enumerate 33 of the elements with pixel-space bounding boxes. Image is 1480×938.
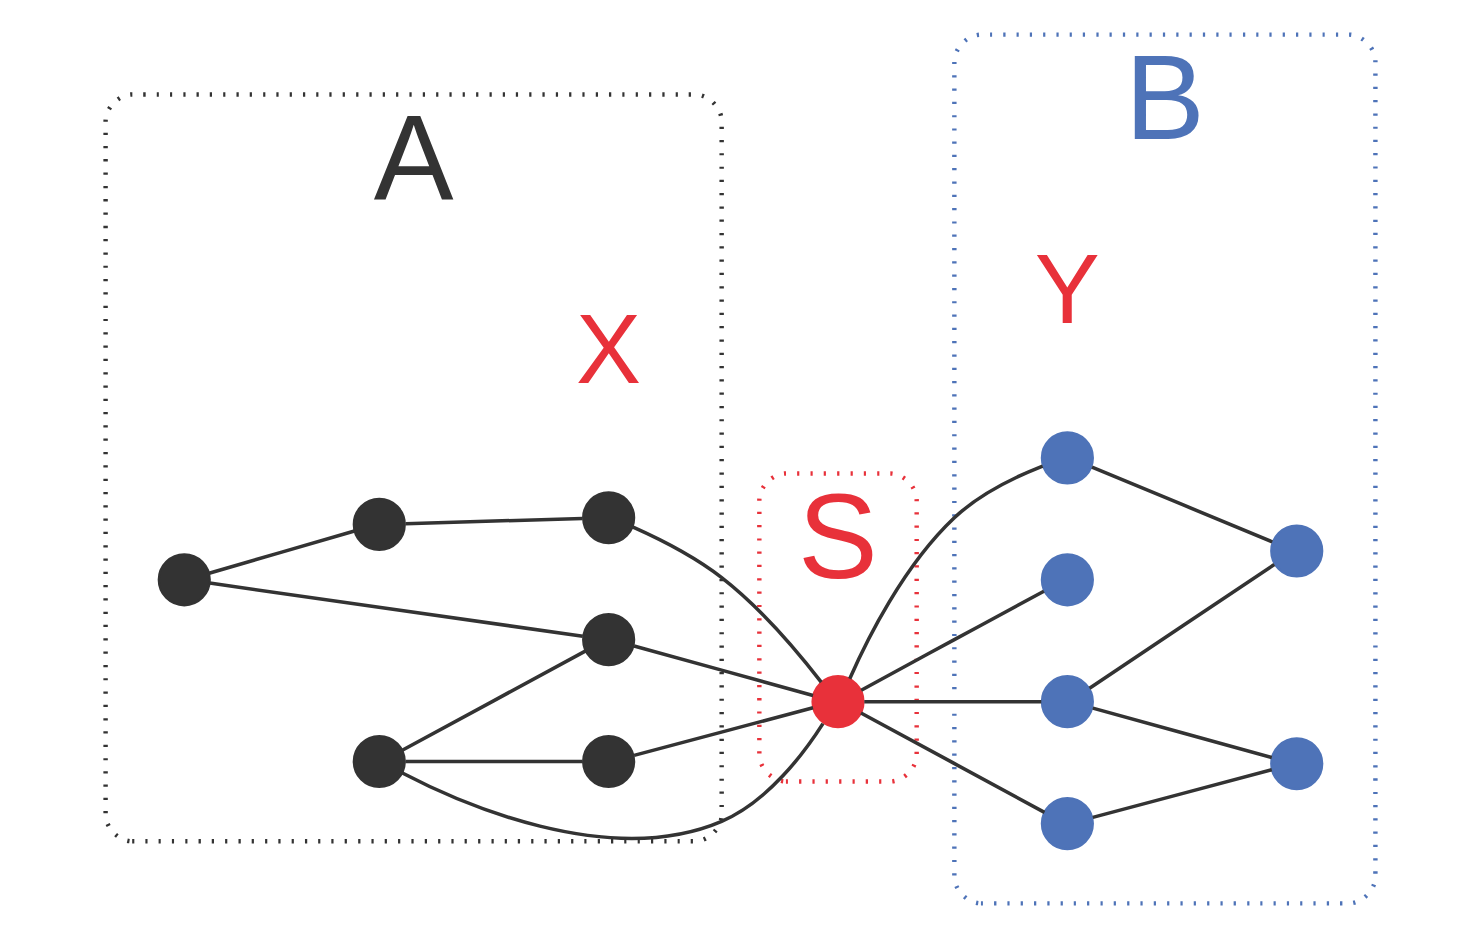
- connector: [633, 706, 813, 758]
- connector: [208, 529, 355, 575]
- label: Y: [1034, 235, 1100, 345]
- connector: [863, 699, 1041, 704]
- connector: [405, 516, 583, 526]
- connector: [633, 644, 813, 698]
- node-circle: [1269, 737, 1323, 791]
- node-circle: [1269, 524, 1323, 578]
- connector: [859, 711, 1045, 814]
- node-circle: [1040, 675, 1094, 729]
- label: X: [575, 295, 641, 405]
- connector: [400, 649, 587, 752]
- connector: [859, 589, 1045, 692]
- node-circle: [352, 497, 406, 551]
- connector: [1090, 465, 1273, 544]
- connector: [208, 581, 583, 639]
- connector: [631, 525, 823, 684]
- connector: [401, 722, 824, 841]
- node-circle: [810, 675, 865, 729]
- connector: [847, 464, 1043, 680]
- cluster: S: [756, 471, 919, 784]
- connector: [405, 759, 583, 764]
- node-circle: [1040, 431, 1094, 485]
- node-circle: [581, 613, 635, 667]
- node-circle: [1040, 553, 1094, 607]
- node-circle: [157, 553, 211, 607]
- node-circle: [1040, 797, 1094, 851]
- connector: [1091, 768, 1272, 820]
- node-circle: [581, 734, 635, 789]
- node-circle: [352, 734, 406, 789]
- connector: [1091, 706, 1272, 760]
- connector: [1088, 563, 1275, 690]
- node-circle: [581, 491, 635, 545]
